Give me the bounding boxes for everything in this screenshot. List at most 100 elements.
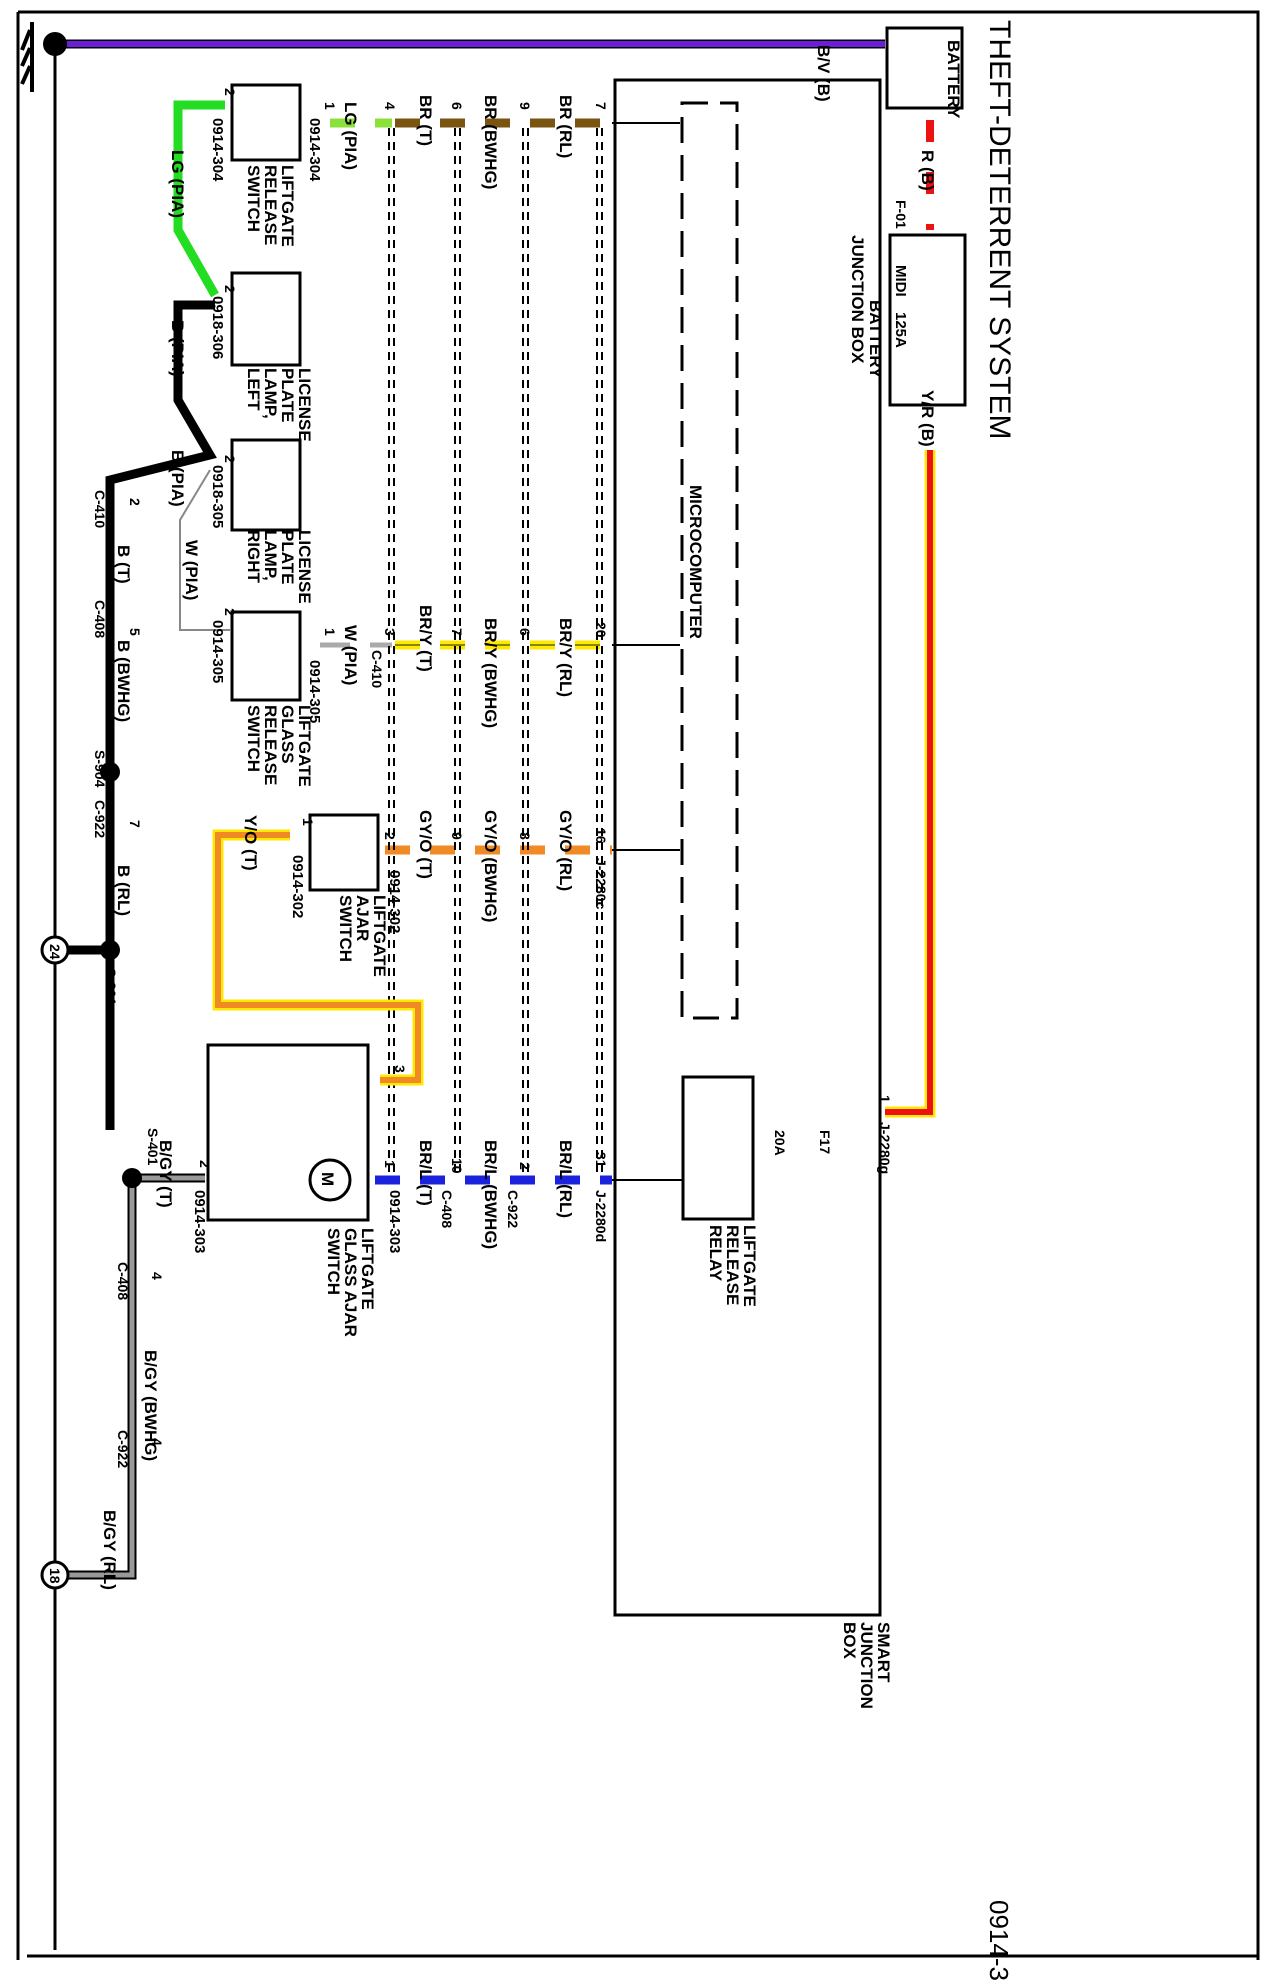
wire-label-br-t: BR (T) [416, 95, 435, 146]
ground-24-label: 24 [47, 944, 63, 960]
labels-layer: THEFT-DETERRENT SYSTEM 0914-3 BATTERY B/… [47, 20, 1016, 1981]
pin-bry-c410: 3 [382, 628, 398, 636]
splice-s401-label: S-401 [145, 1128, 161, 1166]
page-title: THEFT-DETERRENT SYSTEM [983, 20, 1016, 439]
wire-label-lg-pia-2: LG (PIA) [168, 150, 187, 218]
relay-box [681, 1075, 755, 1221]
smart-junction-box-label-3: BOX [840, 1622, 859, 1660]
fuse-f17-rating: 20A [772, 1130, 788, 1156]
relay-label-1: LIFTGATE [740, 1225, 759, 1307]
pin-brl-c408: 10 [449, 1158, 465, 1174]
connector-f01: F-01 [893, 200, 909, 229]
pin-br-c408: 6 [449, 102, 465, 110]
splice-s904-label: S-904 [92, 750, 108, 788]
box-0918-305: 0918-305 [209, 465, 226, 528]
pin-lgsw-1: 1 [322, 102, 338, 110]
wire-label-bv: B/V (B) [814, 45, 833, 102]
pin-ggsw-2: 2 [222, 608, 238, 616]
ground-icon [20, 22, 34, 92]
midi-fuse-rating: 125A [892, 312, 909, 348]
lpr-label-1: LICENSE [295, 530, 314, 604]
wire-label-b-rl: B (RL) [114, 865, 133, 916]
connector-j2280c: J-2280c [593, 858, 609, 910]
wire-label-bgy-t: B/GY (T) [156, 1140, 175, 1208]
connector-j2280g: J-2280g [877, 1122, 893, 1174]
lpl-label-4: LEFT [244, 368, 263, 411]
wire-label-bgy-rl: B/GY (RL) [100, 1510, 119, 1590]
page-code: 0914-3 [984, 1900, 1014, 1980]
pin-b-c410: 2 [127, 498, 143, 506]
wire-lg-pia [173, 100, 225, 298]
pin-ggsw-1: 1 [322, 628, 338, 636]
splice-s401 [122, 1168, 142, 1188]
wire-label-br-bwhg: BR (BWHG) [481, 95, 500, 189]
wire-label-bgy-bwhg: B/GY (BWHG) [141, 1350, 160, 1461]
splice-s301 [100, 940, 120, 960]
gas-label-3: SWITCH [324, 1228, 343, 1295]
wire-label-b-bwhg: B (BWHG) [114, 640, 133, 722]
battery-junction-box-label-2: JUNCTION BOX [848, 235, 867, 364]
license-plate-lamp-left-box [230, 271, 302, 367]
wire-label-bry-rl: BR/Y (RL) [556, 618, 575, 697]
relay-label-2: RELEASE [723, 1225, 742, 1305]
pin-lpr-2: 2 [222, 455, 238, 463]
microcomputer-box [680, 101, 739, 1020]
box-0914-304-a: 0914-304 [306, 118, 323, 182]
lpl-label-3: LAMP, [261, 368, 280, 419]
lgrs-label-2: GLASS [278, 705, 297, 764]
connector-c408-bgy: C-408 [115, 1262, 131, 1300]
pin-lpl-2: 2 [222, 285, 238, 293]
lgrs-label-1: LIFTGATE [295, 705, 314, 787]
wire-label-gyo-t: GY/O (T) [416, 810, 435, 879]
connector-c408-b: C-408 [92, 600, 108, 638]
liftgate-glass-release-switch-box [230, 610, 302, 702]
lpr-label-2: PLATE [278, 530, 297, 584]
wire-label-gyo-rl: GY/O (RL) [556, 810, 575, 891]
ajar-label-1: LIFTGATE [370, 895, 389, 977]
lpr-label-4: RIGHT [244, 530, 263, 584]
wire-label-brl-rl: BR/L (RL) [556, 1140, 575, 1218]
wire-yo [215, 832, 421, 1083]
lpl-label-2: PLATE [278, 368, 297, 422]
wire-label-r: R (B) [918, 150, 937, 191]
battery-junction-box [888, 233, 967, 407]
pin-bry-j: 20 [593, 622, 609, 638]
gas-label-1: LIFTGATE [358, 1228, 377, 1310]
smart-junction-box-label-2: JUNCTION [857, 1622, 876, 1709]
box-0914-303-b: 0914-303 [191, 1190, 208, 1253]
ground-point-18 [40, 1560, 70, 1590]
pin-gas-2: 2 [197, 1160, 213, 1168]
gas-label-2: GLASS AJAR [341, 1228, 360, 1337]
connector-c410-b: C-410 [92, 490, 108, 528]
connector-c408: C-408 [439, 1190, 455, 1228]
box-0914-302-a: 0914-302 [386, 870, 403, 933]
connector-j2280d: J-2280d [593, 1190, 609, 1242]
wire-yr [885, 450, 933, 1115]
wire-yr-outline [885, 450, 936, 1118]
box-0914-305-a: 0914-305 [306, 660, 323, 723]
pin-gyo-c922: 8 [517, 832, 533, 840]
pin-yr-j: 1 [877, 1095, 893, 1103]
battery-label: BATTERY [944, 40, 963, 119]
pin-brl-j: 31 [593, 1152, 609, 1168]
pin-gyo-j: 16 [593, 828, 609, 844]
box-0914-304-b: 0914-304 [209, 118, 226, 182]
box-0914-305-b: 0914-305 [209, 620, 226, 683]
wire-label-b-pia: B (PIA) [168, 320, 187, 377]
wire-label-b-pia-2: B (PIA) [168, 450, 187, 507]
wire-label-brl-bwhg: BR/L (BWHG) [481, 1140, 500, 1249]
connector-c922: C-922 [505, 1190, 521, 1228]
lgrs-label-3: RELEASE [261, 705, 280, 785]
smart-junction-box-label-1: SMART [874, 1622, 893, 1683]
ground-point-24 [40, 935, 70, 965]
wire-label-bry-bwhg: BR/Y (BWHG) [481, 618, 500, 728]
pin-lgsw-2: 2 [222, 88, 238, 96]
fuse-f17-name: F17 [817, 1130, 833, 1154]
lrs-label-2: RELEASE [261, 165, 280, 245]
pin-bry-c922: 6 [517, 628, 533, 636]
ajar-label-2: AJAR [353, 895, 372, 941]
lgrs-label-4: SWITCH [244, 705, 263, 772]
lpl-label-1: LICENSE [295, 368, 314, 442]
liftgate-ajar-switch-box [308, 813, 380, 892]
